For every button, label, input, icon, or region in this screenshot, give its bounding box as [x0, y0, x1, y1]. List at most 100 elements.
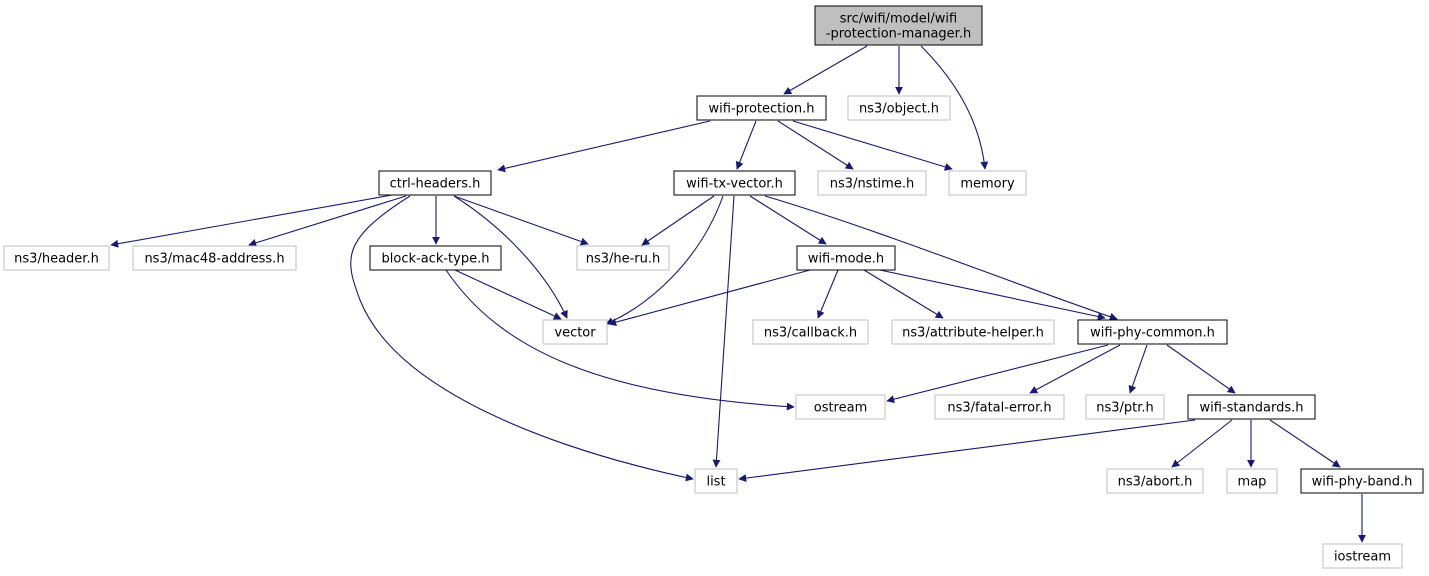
- node-box-list: [694, 468, 738, 494]
- node-wifi-protection[interactable]: wifi-protection.h: [696, 95, 827, 121]
- node-box-vector: [542, 319, 608, 345]
- node-he-ru: ns3/he-ru.h: [576, 245, 670, 271]
- edge-wifi-tx-vector-to-vector: [605, 195, 724, 325]
- edge-wifi-phy-common-to-fatal-error: [1029, 344, 1121, 394]
- node-label-nstime: ns3/nstime.h: [830, 177, 914, 192]
- edge-wifi-protection-to-nstime: [777, 120, 854, 170]
- node-label-wifi-tx-vector: wifi-tx-vector.h: [686, 177, 783, 192]
- edge-wifi-phy-common-to-ptr: [1128, 344, 1148, 394]
- node-box-header: [3, 245, 110, 271]
- edge-wifi-tx-vector-to-wifi-phy-common: [764, 195, 1118, 321]
- nodes-layer: src/wifi/model/wifi-protection-manager.h…: [3, 5, 1424, 569]
- edge-ctrl-headers-to-vector: [453, 195, 568, 319]
- node-attribute-helper: ns3/attribute-helper.h: [891, 319, 1055, 345]
- node-wifi-standards[interactable]: wifi-standards.h: [1187, 394, 1316, 420]
- edge-wifi-mode-to-attribute-helper: [863, 269, 944, 319]
- edge-wifi-tx-vector-to-he-ru: [641, 195, 715, 246]
- node-box-wifi-protection: [696, 95, 827, 121]
- node-list: list: [694, 468, 738, 494]
- node-box-iostream: [1322, 543, 1403, 569]
- edge-wifi-phy-common-to-ostream: [886, 344, 1109, 404]
- edge-wifi-standards-to-wifi-phy-band: [1269, 419, 1341, 468]
- edge-wifi-phy-common-to-wifi-standards: [1166, 344, 1236, 394]
- node-memory: memory: [948, 170, 1027, 196]
- node-label-fatal-error: ns3/fatal-error.h: [947, 401, 1051, 416]
- node-label-root: src/wifi/model/wifi: [840, 12, 957, 27]
- edge-block-ack-type-to-vector: [454, 269, 562, 320]
- node-box-object: [847, 95, 951, 121]
- edge-wifi-protection-to-ctrl-headers: [497, 120, 711, 173]
- node-label-iostream: iostream: [1334, 550, 1391, 565]
- node-wifi-phy-common[interactable]: wifi-phy-common.h: [1077, 319, 1228, 345]
- edge-wifi-mode-to-callback: [817, 269, 839, 319]
- node-label-memory: memory: [960, 177, 1015, 192]
- node-wifi-phy-band[interactable]: wifi-phy-band.h: [1300, 468, 1424, 494]
- node-label-map: map: [1238, 475, 1267, 490]
- node-vector: vector: [542, 319, 608, 345]
- node-label-header: ns3/header.h: [14, 252, 99, 267]
- node-iostream: iostream: [1322, 543, 1403, 569]
- node-ctrl-headers[interactable]: ctrl-headers.h: [378, 170, 492, 196]
- edge-root-to-wifi-protection: [783, 45, 868, 95]
- node-box-memory: [948, 170, 1027, 196]
- node-box-map: [1226, 468, 1278, 494]
- node-label-root: -protection-manager.h: [826, 27, 971, 42]
- node-fatal-error: ns3/fatal-error.h: [934, 394, 1065, 420]
- edge-wifi-protection-to-memory: [792, 120, 953, 171]
- edge-root-to-memory: [920, 45, 989, 170]
- node-label-wifi-protection: wifi-protection.h: [709, 102, 815, 117]
- node-label-ctrl-headers: ctrl-headers.h: [390, 177, 481, 192]
- edge-ctrl-headers-to-he-ru: [453, 195, 589, 246]
- node-callback: ns3/callback.h: [752, 319, 869, 345]
- node-label-list: list: [706, 475, 725, 490]
- node-abort: ns3/abort.h: [1106, 468, 1204, 494]
- edge-wifi-tx-vector-to-wifi-mode: [749, 195, 827, 245]
- node-box-nstime: [817, 170, 927, 196]
- node-box-wifi-phy-band: [1300, 468, 1424, 494]
- node-box-mac48: [132, 245, 297, 271]
- node-label-he-ru: ns3/he-ru.h: [586, 252, 661, 267]
- node-box-fatal-error: [934, 394, 1065, 420]
- node-wifi-mode[interactable]: wifi-mode.h: [796, 245, 896, 271]
- edge-ctrl-headers-to-mac48: [248, 195, 407, 247]
- edge-wifi-standards-to-abort: [1171, 419, 1233, 468]
- node-label-vector: vector: [554, 326, 596, 341]
- node-mac48: ns3/mac48-address.h: [132, 245, 297, 271]
- node-label-abort: ns3/abort.h: [1118, 475, 1193, 490]
- node-box-he-ru: [576, 245, 670, 271]
- node-box-callback: [752, 319, 869, 345]
- edges-layer: [110, 45, 1366, 543]
- node-box-wifi-mode: [796, 245, 896, 271]
- edge-ctrl-headers-to-list: [350, 195, 694, 482]
- node-box-ostream: [795, 394, 886, 420]
- node-box-wifi-standards: [1187, 394, 1316, 420]
- node-root[interactable]: src/wifi/model/wifi-protection-manager.h: [814, 5, 983, 46]
- node-box-abort: [1106, 468, 1204, 494]
- node-box-wifi-tx-vector: [673, 170, 796, 196]
- node-box-attribute-helper: [891, 319, 1055, 345]
- node-label-block-ack-type: block-ack-type.h: [382, 252, 490, 267]
- node-ptr: ns3/ptr.h: [1085, 394, 1165, 420]
- node-object: ns3/object.h: [847, 95, 951, 121]
- node-map: map: [1226, 468, 1278, 494]
- node-label-mac48: ns3/mac48-address.h: [144, 252, 284, 267]
- node-wifi-tx-vector[interactable]: wifi-tx-vector.h: [673, 170, 796, 196]
- edge-wifi-standards-to-list: [738, 419, 1196, 483]
- edge-ctrl-headers-to-header: [110, 194, 393, 248]
- node-label-object: ns3/object.h: [859, 102, 939, 117]
- node-block-ack-type[interactable]: block-ack-type.h: [369, 245, 502, 271]
- node-header: ns3/header.h: [3, 245, 110, 271]
- node-label-wifi-phy-common: wifi-phy-common.h: [1090, 326, 1215, 341]
- edge-wifi-tx-vector-to-list: [712, 195, 735, 468]
- node-box-root: [814, 5, 983, 46]
- edge-wifi-mode-to-vector: [608, 269, 811, 326]
- node-ostream: ostream: [795, 394, 886, 420]
- node-label-callback: ns3/callback.h: [764, 326, 857, 341]
- edge-wifi-protection-to-wifi-tx-vector: [735, 120, 757, 170]
- node-label-ostream: ostream: [814, 401, 868, 416]
- edge-wifi-mode-to-wifi-phy-common: [879, 269, 1106, 321]
- node-label-wifi-standards: wifi-standards.h: [1200, 401, 1304, 416]
- node-box-wifi-phy-common: [1077, 319, 1228, 345]
- node-label-wifi-phy-band: wifi-phy-band.h: [1312, 475, 1413, 490]
